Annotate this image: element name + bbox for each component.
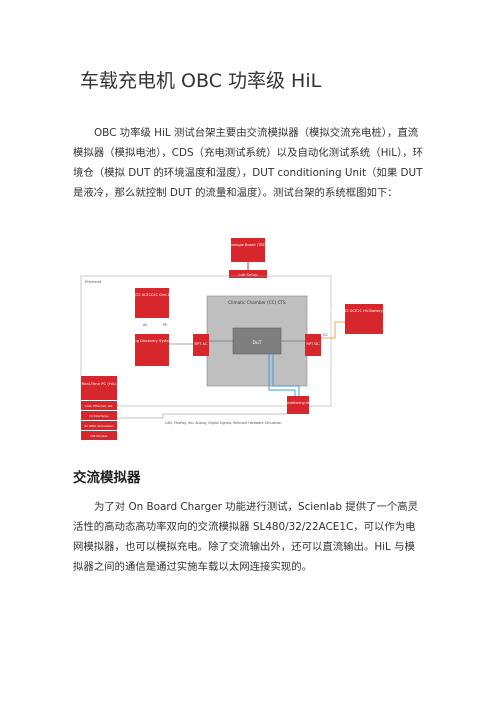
- section-heading: 交流模拟器: [73, 470, 141, 486]
- dc-text: DC: [323, 333, 329, 337]
- ac-source-label: SL480/32/22 ACE1C4C Grid-Emulation: [119, 293, 186, 297]
- rt-pc-box: [81, 376, 117, 400]
- rt-pc-label: Real-Time PC (HIL): [82, 381, 117, 386]
- top-hil-box: [231, 238, 265, 262]
- rpt-dc-label: RPT DC: [306, 342, 320, 346]
- pe-text: PE: [163, 323, 168, 327]
- rt-module-1: IO Interfaces: [89, 414, 109, 418]
- page-title: 车载充电机 OBC 功率级 HiL: [80, 70, 322, 92]
- ac-source-box: [135, 288, 169, 318]
- cds-label: Charging Discovery System CDS: [123, 339, 182, 343]
- cds-box: [135, 334, 169, 366]
- dc-source-box: [345, 304, 383, 334]
- dut-box: [232, 327, 282, 355]
- section-text: 为了对 On Board Charger 功能进行测试，Scienlab 提供了…: [73, 501, 419, 573]
- intro-paragraph: OBC 功率级 HiL 测试台架主要由交流模拟器（模拟交流充电桩），直流模拟器（…: [73, 123, 425, 203]
- rpt-ac-label: RPT AC: [195, 342, 208, 346]
- intro-text: OBC 功率级 HiL 测试台架主要由交流模拟器（模拟交流充电桩），直流模拟器（…: [73, 127, 424, 199]
- dut-label: DuT: [252, 340, 261, 346]
- rt-module-2: IO IDMA Simulation: [85, 424, 114, 428]
- conditioning-unit-label: Conditioning Unit: [284, 401, 313, 405]
- dc-source-label: SL800/40/22 DCE2C HV-Battery-Emulation: [326, 309, 402, 313]
- conditioning-unit-box: [287, 396, 309, 414]
- rpt-dc-box: [305, 334, 321, 356]
- rt-module-0: CAN, Ethernet, etc.: [85, 404, 114, 408]
- ethernet-label: Ethernet: [85, 279, 102, 284]
- system-block-diagram: Technologie Board (TBE) HIL Lab Setup Et…: [80, 238, 402, 440]
- ethernet-frame: [80, 275, 332, 407]
- rt-module-3: IVN Monitor: [90, 434, 108, 438]
- ac-text: AC: [143, 323, 148, 327]
- lab-setup-bar: [229, 270, 267, 278]
- lab-setup-label: Lab Setup: [238, 272, 258, 277]
- top-hil-label: Technologie Board (TBE) HIL: [222, 243, 274, 247]
- comm-note: CAN, FlexRay, etc. Analog, Digital Signa…: [165, 421, 282, 425]
- section-paragraph: 为了对 On Board Charger 功能进行测试，Scienlab 提供了…: [73, 497, 425, 577]
- chamber-title: Climatic Chamber (CC) CTS: [228, 300, 286, 305]
- rpt-ac-box: [193, 334, 209, 356]
